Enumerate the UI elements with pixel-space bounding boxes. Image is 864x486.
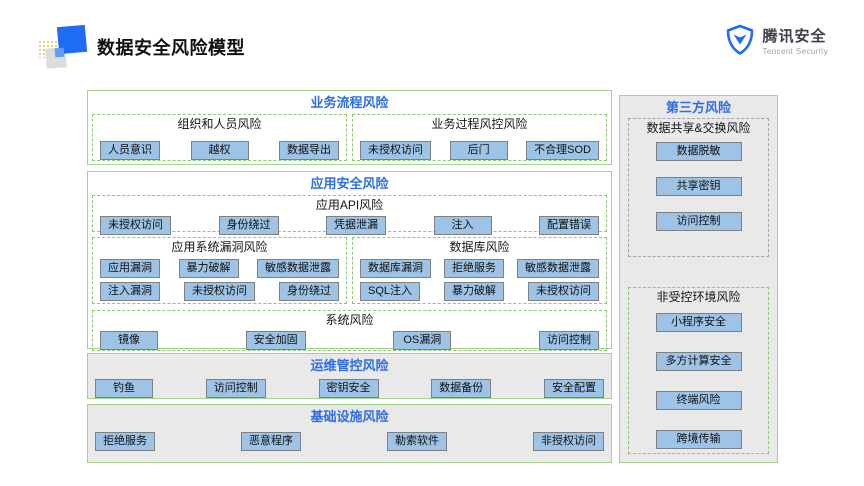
panel-title: 基础设施风险 [310, 409, 389, 424]
group-title: 数据库风险 [449, 240, 510, 254]
group-database-risk: 数据库风险 数据库漏洞 拒绝服务 敏感数据泄露 SQL注入 暴力破解 未授权访问 [352, 237, 607, 304]
risk-row: 镜像 安全加固 OS漏洞 访问控制 [93, 331, 606, 350]
risk-item: 未授权访问 [100, 216, 171, 235]
app-mid-groups: 应用系统漏洞风险 应用漏洞 暴力破解 敏感数据泄露 注入漏洞 未授权访问 身份绕… [92, 237, 607, 304]
risk-item: 钓鱼 [95, 379, 153, 398]
risk-item: 未授权访问 [527, 282, 599, 301]
risk-item: 恶意程序 [241, 432, 301, 451]
page-title: 数据安全风险模型 [97, 38, 245, 58]
risk-row: SQL注入 暴力破解 未授权访问 [353, 282, 606, 301]
brand-name-en: Tencent Security [762, 46, 828, 56]
risk-column: 小程序安全 多方计算安全 终端风险 跨境传输 [629, 313, 768, 449]
risk-item: 人员意识 [100, 141, 160, 160]
risk-item: 注入漏洞 [100, 282, 160, 301]
panel-ops-control-risk: 运维管控风险 钓鱼 访问控制 密钥安全 数据备份 安全配置 [87, 353, 612, 399]
shield-icon [727, 24, 754, 55]
risk-item: 数据备份 [431, 379, 492, 398]
risk-item: 应用漏洞 [100, 259, 160, 278]
risk-item: 暴力破解 [178, 259, 239, 278]
risk-row: 未授权访问 后门 不合理SOD [353, 141, 606, 160]
risk-item: 安全加固 [245, 331, 306, 350]
risk-item: 访问控制 [655, 212, 742, 231]
risk-item: OS漏洞 [393, 331, 452, 350]
group-app-api-risk: 应用API风险 未授权访问 身份绕过 凭据泄漏 注入 配置错误 [92, 195, 607, 235]
risk-item: 终端风险 [655, 391, 742, 410]
risk-item: 配置错误 [539, 216, 599, 235]
risk-row: 注入漏洞 未授权访问 身份绕过 [93, 282, 346, 301]
risk-item: 敏感数据泄露 [257, 259, 339, 278]
slide-header: 数据安全风险模型 腾讯安全 Tencent Security [0, 0, 864, 80]
tencent-security-logo: 腾讯安全 Tencent Security [725, 24, 828, 56]
risk-item: 数据导出 [279, 141, 339, 160]
group-title: 系统风险 [325, 313, 374, 327]
business-groups: 组织和人员风险 人员意识 越权 数据导出 业务过程风控风险 未授权访问 后门 不… [88, 114, 611, 161]
group-org-personnel-risk: 组织和人员风险 人员意识 越权 数据导出 [92, 114, 347, 161]
panel-app-security-risk: 应用安全风险 应用API风险 未授权访问 身份绕过 凭据泄漏 注入 配置错误 应… [87, 171, 612, 351]
risk-item: 未授权访问 [184, 282, 255, 301]
panel-third-party-risk: 第三方风险 数据共享&交换风险 数据脱敏 共享密钥 访问控制 非受控环境风险 小… [619, 95, 778, 463]
risk-item: 数据库漏洞 [360, 259, 431, 278]
group-title: 业务过程风控风险 [431, 117, 528, 131]
risk-row: 应用漏洞 暴力破解 敏感数据泄露 [93, 259, 346, 278]
group-title: 应用系统漏洞风险 [171, 240, 268, 254]
group-uncontrolled-env-risk: 非受控环境风险 小程序安全 多方计算安全 终端风险 跨境传输 [628, 287, 769, 454]
risk-item: 身份绕过 [279, 282, 339, 301]
group-title: 应用API风险 [315, 198, 384, 212]
risk-item: 身份绕过 [218, 216, 279, 235]
risk-item: 小程序安全 [655, 313, 742, 332]
risk-row: 钓鱼 访问控制 密钥安全 数据备份 安全配置 [88, 379, 611, 398]
risk-item: 访问控制 [538, 331, 599, 350]
group-app-system-vuln-risk: 应用系统漏洞风险 应用漏洞 暴力破解 敏感数据泄露 注入漏洞 未授权访问 身份绕… [92, 237, 347, 304]
risk-item: SQL注入 [360, 282, 421, 301]
risk-item: 多方计算安全 [655, 352, 742, 371]
risk-row: 数据库漏洞 拒绝服务 敏感数据泄露 [353, 259, 606, 278]
risk-item: 注入 [433, 216, 492, 235]
group-title: 组织和人员风险 [177, 117, 262, 131]
risk-item: 访问控制 [205, 379, 266, 398]
panel-business-process-risk: 业务流程风险 组织和人员风险 人员意识 越权 数据导出 业务过程风控风险 未授权… [87, 90, 612, 165]
panel-title: 运维管控风险 [310, 358, 389, 373]
small-blue-square-icon [54, 47, 65, 58]
risk-item: 数据脱敏 [655, 142, 742, 161]
risk-row: 未授权访问 身份绕过 凭据泄漏 注入 配置错误 [93, 216, 606, 235]
group-title: 数据共享&交换风险 [646, 121, 751, 135]
risk-item: 跨境传输 [655, 430, 742, 449]
panel-infrastructure-risk: 基础设施风险 拒绝服务 恶意程序 勒索软件 非授权访问 [87, 404, 612, 463]
brand-text: 腾讯安全 Tencent Security [762, 25, 828, 56]
group-title: 非受控环境风险 [656, 290, 741, 304]
risk-item: 拒绝服务 [444, 259, 504, 278]
risk-item: 镜像 [100, 331, 158, 350]
group-business-process-control-risk: 业务过程风控风险 未授权访问 后门 不合理SOD [352, 114, 607, 161]
risk-item: 凭据泄漏 [326, 216, 386, 235]
risk-item: 敏感数据泄露 [517, 259, 599, 278]
risk-item: 勒索软件 [387, 432, 447, 451]
panel-title: 业务流程风险 [310, 95, 389, 110]
risk-item: 共享密钥 [655, 177, 742, 196]
risk-item: 非授权访问 [533, 432, 604, 451]
risk-row: 人员意识 越权 数据导出 [93, 141, 346, 160]
slide-logo [38, 22, 90, 72]
risk-item: 不合理SOD [526, 141, 599, 160]
risk-item: 拒绝服务 [95, 432, 155, 451]
risk-row: 拒绝服务 恶意程序 勒索软件 非授权访问 [88, 432, 611, 451]
risk-item: 暴力破解 [444, 282, 504, 301]
risk-item: 密钥安全 [318, 379, 379, 398]
panel-title: 应用安全风险 [310, 176, 389, 191]
risk-item: 越权 [190, 141, 249, 160]
brand-name-cn: 腾讯安全 [762, 27, 827, 45]
risk-item: 未授权访问 [360, 141, 431, 160]
risk-item: 安全配置 [544, 379, 604, 398]
group-data-sharing-exchange-risk: 数据共享&交换风险 数据脱敏 共享密钥 访问控制 [628, 118, 769, 257]
risk-item: 后门 [449, 141, 508, 160]
panel-title: 第三方风险 [665, 100, 731, 115]
risk-column: 数据脱敏 共享密钥 访问控制 [629, 142, 768, 231]
group-system-risk: 系统风险 镜像 安全加固 OS漏洞 访问控制 [92, 310, 607, 351]
